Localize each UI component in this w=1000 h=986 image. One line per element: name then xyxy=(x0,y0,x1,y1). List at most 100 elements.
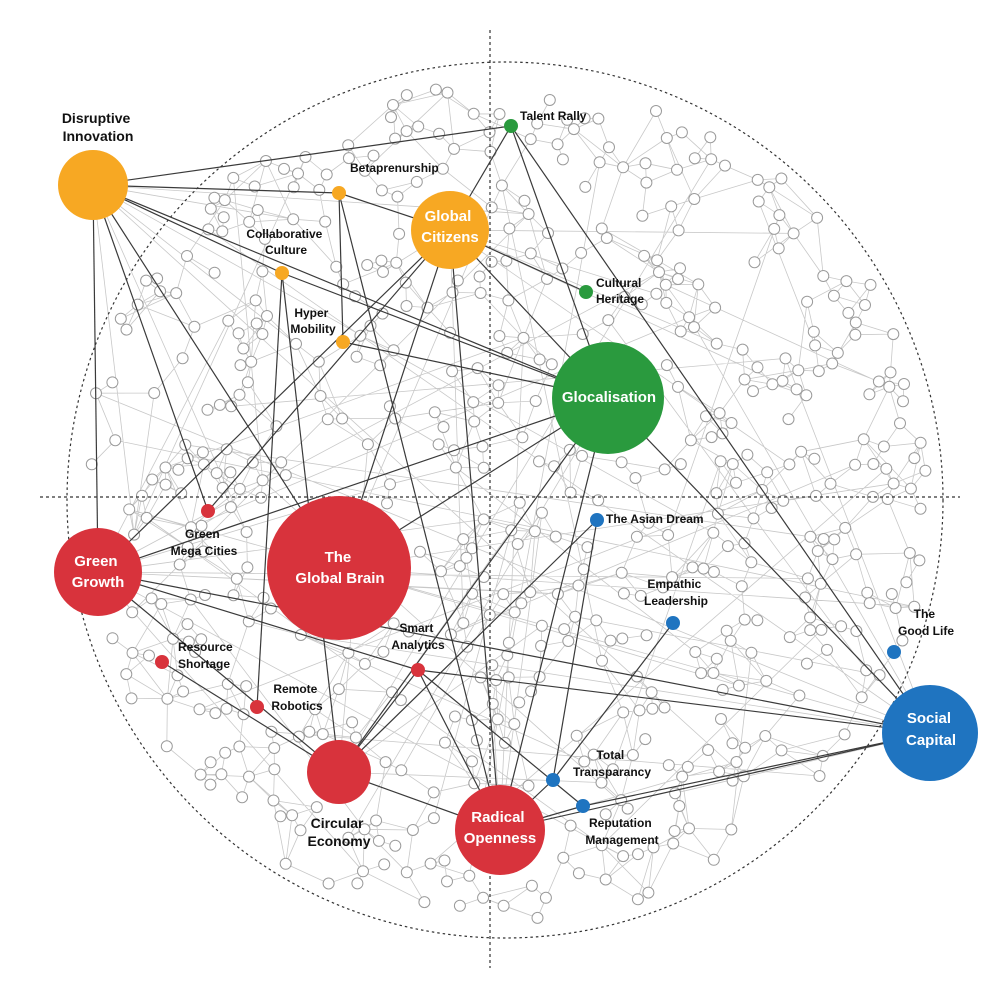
background-node xyxy=(421,301,434,314)
node-talent-rally[interactable] xyxy=(504,119,518,133)
node-green-growth[interactable] xyxy=(54,528,142,616)
background-node xyxy=(503,222,516,235)
background-node xyxy=(184,593,197,606)
background-node xyxy=(453,899,466,912)
background-node xyxy=(349,731,362,744)
background-node xyxy=(548,460,561,473)
node-circular-economy[interactable] xyxy=(307,740,371,804)
background-node xyxy=(287,213,300,226)
background-node xyxy=(725,823,738,836)
node-hyper-mobility[interactable] xyxy=(336,335,350,349)
node-green-mega-cities[interactable] xyxy=(201,504,215,518)
background-node xyxy=(889,602,902,614)
node-betaprenurship[interactable] xyxy=(332,186,346,200)
background-node xyxy=(543,94,556,106)
background-node xyxy=(370,814,383,827)
background-node xyxy=(501,649,514,662)
background-node xyxy=(595,839,608,852)
background-node xyxy=(801,295,814,308)
background-node xyxy=(602,314,615,327)
node-the-global-brain[interactable] xyxy=(267,496,411,640)
background-node xyxy=(125,692,138,705)
background-node xyxy=(140,274,153,287)
background-node xyxy=(391,190,404,203)
node-empathic-leadership[interactable] xyxy=(666,616,680,630)
background-node xyxy=(492,379,505,392)
node-total-transparancy[interactable] xyxy=(546,773,560,787)
background-node xyxy=(617,706,630,719)
background-node xyxy=(914,502,927,515)
label-global-citizens: Global Citizens xyxy=(421,208,479,246)
background-node xyxy=(849,328,862,341)
background-node xyxy=(592,494,605,507)
background-node xyxy=(299,151,312,163)
background-node xyxy=(660,296,673,309)
major-edge xyxy=(97,571,340,773)
background-node xyxy=(827,289,840,302)
major-edge xyxy=(97,571,931,734)
background-node xyxy=(646,702,659,715)
background-node xyxy=(676,770,689,783)
background-node xyxy=(460,551,473,564)
background-node xyxy=(804,611,817,624)
background-node xyxy=(286,809,299,822)
background-node xyxy=(258,232,271,245)
background-node xyxy=(828,533,841,546)
background-node xyxy=(511,538,524,550)
background-node xyxy=(645,686,658,699)
background-node xyxy=(424,857,437,870)
node-global-citizens[interactable] xyxy=(411,191,489,269)
background-node xyxy=(710,487,723,500)
background-node xyxy=(467,396,480,409)
background-node xyxy=(738,373,751,386)
background-node xyxy=(195,633,208,646)
label-talent-rally: Talent Rally xyxy=(520,109,587,123)
background-node xyxy=(877,440,890,453)
background-node xyxy=(783,458,796,471)
background-node xyxy=(320,168,333,181)
background-node xyxy=(518,194,531,207)
background-node xyxy=(863,597,876,610)
background-node xyxy=(466,587,479,600)
major-nodes xyxy=(54,119,978,875)
background-node xyxy=(314,390,327,402)
node-reputation-management[interactable] xyxy=(576,799,590,813)
background-node xyxy=(595,222,608,235)
background-node xyxy=(474,287,487,299)
label-radical-openness: Radical Openness xyxy=(464,809,537,847)
background-node xyxy=(535,506,548,519)
background-node xyxy=(159,478,172,491)
background-node xyxy=(539,891,552,904)
background-node xyxy=(381,497,393,510)
node-disruptive-innovation[interactable] xyxy=(58,150,128,220)
background-node xyxy=(457,533,470,546)
background-node xyxy=(665,200,678,213)
node-cultural-heritage[interactable] xyxy=(579,285,593,299)
node-resource-shortage[interactable] xyxy=(155,655,169,669)
node-smart-analytics[interactable] xyxy=(411,663,425,677)
background-node xyxy=(763,181,776,194)
background-node xyxy=(246,456,259,469)
node-social-capital[interactable] xyxy=(882,685,978,781)
background-node xyxy=(747,512,760,525)
node-collaborative-culture[interactable] xyxy=(275,266,289,280)
background-node xyxy=(631,893,644,906)
node-the-good-life[interactable] xyxy=(887,645,901,659)
background-node xyxy=(800,657,813,670)
background-node xyxy=(249,294,262,307)
node-radical-openness[interactable] xyxy=(455,785,545,875)
background-node xyxy=(564,819,577,832)
node-remote-robotics[interactable] xyxy=(250,700,264,714)
background-node xyxy=(204,756,217,769)
background-node xyxy=(599,808,612,821)
background-node xyxy=(863,388,876,401)
background-node xyxy=(541,272,553,285)
background-node xyxy=(533,455,545,468)
node-glocalisation[interactable] xyxy=(552,342,664,454)
background-node xyxy=(642,516,655,529)
background-node xyxy=(702,744,715,756)
background-node xyxy=(732,679,745,692)
background-node xyxy=(807,325,820,338)
node-the-asian-dream[interactable] xyxy=(590,513,604,527)
background-node xyxy=(256,265,269,278)
